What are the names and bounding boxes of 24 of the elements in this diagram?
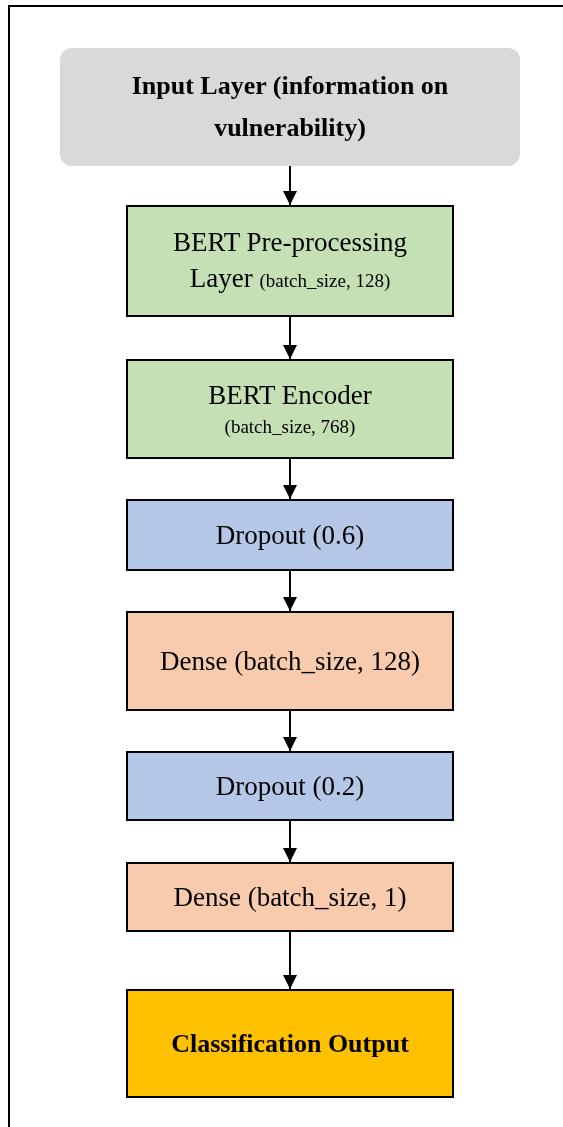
bert-layer-box	[126, 205, 454, 317]
bert-layer-box	[126, 359, 454, 459]
layer-label: Dense (batch_size, 128)	[159, 645, 421, 678]
layer-label: Classification Output	[171, 1027, 409, 1060]
layer-label: Input Layer (information on vulnerability)	[130, 70, 450, 144]
dropout-layer-box	[126, 751, 454, 821]
dense-layer-box	[126, 611, 454, 711]
layer-label: BERT Pre-processing Layer (batch_size, 128)	[171, 225, 409, 295]
arrow	[283, 820, 297, 863]
layer-label: BERT Encoder	[208, 379, 372, 412]
layer-label: Dense (batch_size, 1)	[173, 881, 407, 914]
arrow	[283, 165, 297, 206]
arrow	[283, 710, 297, 752]
arrow	[283, 931, 297, 990]
layer-label: Dropout (0.6)	[215, 519, 365, 552]
arrow	[283, 316, 297, 360]
input-layer-box	[60, 48, 520, 166]
layer-label: Dropout (0.2)	[215, 770, 365, 803]
output-box	[126, 989, 454, 1098]
dropout-layer-box	[126, 499, 454, 571]
arrow	[283, 570, 297, 612]
layer-label: (batch_size, 768)	[224, 415, 356, 439]
dense-layer-box	[126, 862, 454, 932]
arrow	[283, 458, 297, 500]
